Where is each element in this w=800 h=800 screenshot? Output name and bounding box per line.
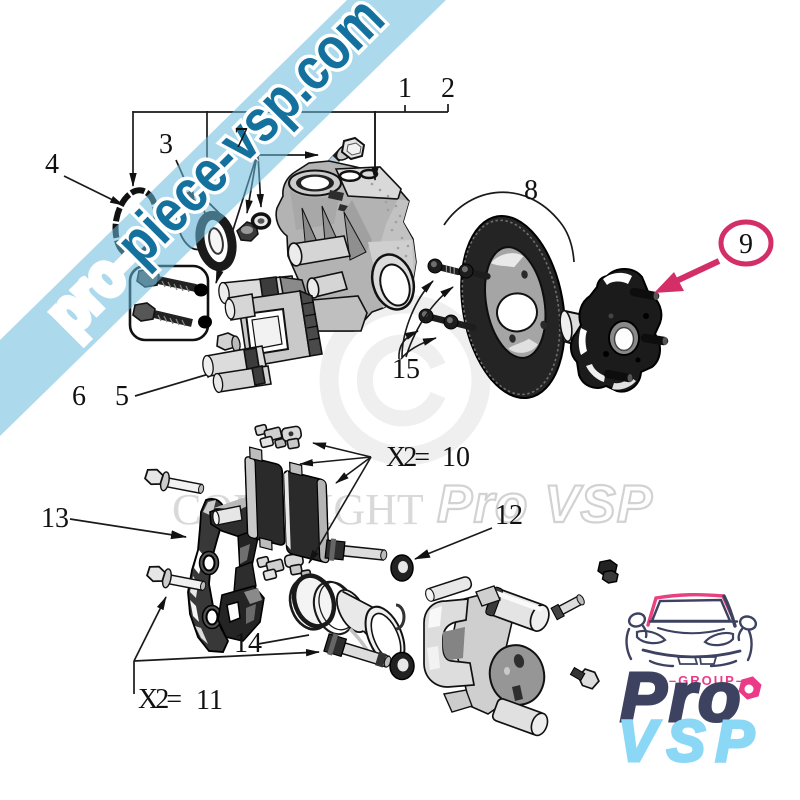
svg-text:Pro VSP: Pro VSP	[437, 475, 653, 534]
svg-text:14: 14	[234, 628, 262, 659]
svg-text:9: 9	[739, 229, 753, 260]
svg-text:VSP: VSP	[618, 709, 764, 774]
svg-text:12: 12	[495, 500, 523, 531]
svg-text:Pro: Pro	[620, 658, 743, 736]
svg-text:1: 1	[398, 73, 412, 104]
svg-text:11: 11	[196, 685, 223, 716]
svg-text:3: 3	[159, 129, 173, 160]
svg-text:5: 5	[115, 381, 129, 412]
svg-text:8: 8	[524, 175, 538, 206]
svg-text:X 2 =: X 2 =	[138, 684, 182, 715]
svg-text:7: 7	[234, 123, 248, 154]
svg-text:10: 10	[442, 442, 470, 473]
svg-text:X 2 =: X 2 =	[386, 442, 430, 473]
svg-text:2: 2	[441, 73, 455, 104]
svg-text:4: 4	[45, 149, 59, 180]
svg-text:15: 15	[392, 354, 420, 385]
svg-text:–GROUP–: –GROUP–	[669, 673, 745, 688]
svg-text:6: 6	[72, 381, 86, 412]
svg-text:13: 13	[41, 503, 69, 534]
